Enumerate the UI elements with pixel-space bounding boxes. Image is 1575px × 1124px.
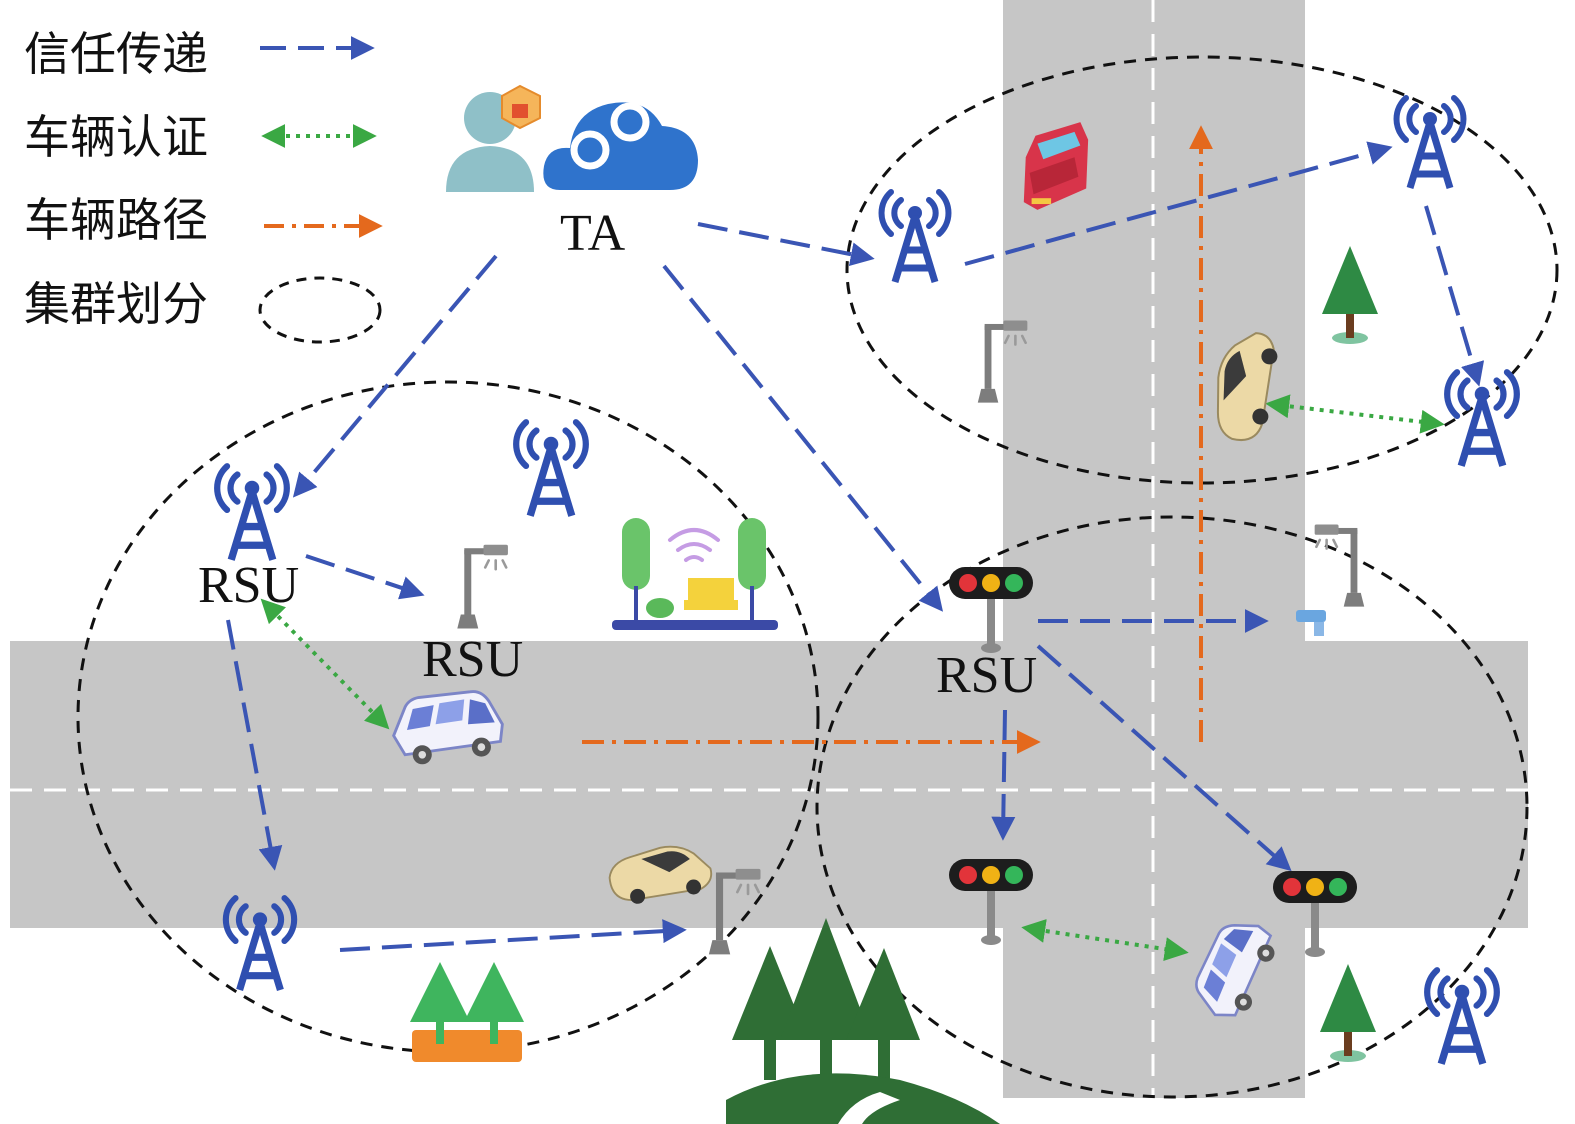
park-bench-wifi-icon xyxy=(612,518,778,630)
street-light-icon xyxy=(455,543,510,631)
authority-user-icon xyxy=(446,84,541,192)
trust-arrow-tower-bl-to-streetlight xyxy=(339,919,687,952)
legend-cluster-ellipse xyxy=(258,276,382,344)
vehicle-path-arrows xyxy=(582,125,1213,754)
radio-tower-icon xyxy=(1427,970,1497,1064)
radio-tower-icon xyxy=(516,422,586,516)
radio-tower-icon xyxy=(1447,372,1517,466)
legend-label-cluster: 集群划分 xyxy=(24,277,208,331)
ta-node: TA xyxy=(446,84,698,262)
legend-label-path: 车辆路径 xyxy=(24,193,208,247)
trust-arrow-ta-to-trafficlight xyxy=(662,264,944,612)
cloud-gear-icon xyxy=(543,102,698,190)
legend-label-auth: 车辆认证 xyxy=(24,110,208,164)
radio-tower-icon xyxy=(217,466,287,560)
trust-arrow-ta-to-tower-left xyxy=(292,254,498,498)
radio-tower-icon xyxy=(1397,98,1464,188)
auth-arrows xyxy=(260,394,1445,961)
legend: 信任传递 车辆认证 车辆路径 集群划分 xyxy=(24,27,383,344)
tree-icon xyxy=(1320,964,1376,1062)
trust-arrow-tower-far-to-tower-lower xyxy=(1424,205,1485,387)
rsu-label-streetlight: RSU xyxy=(422,631,523,688)
street-light-icon xyxy=(1313,522,1366,609)
radio-tower-icon xyxy=(882,192,949,282)
tree-pair-icon xyxy=(410,962,524,1062)
tree-icon xyxy=(1322,246,1378,344)
forest-icon xyxy=(726,918,1000,1124)
trust-arrow-trafficlight-to-trafficlight-down xyxy=(991,709,1016,841)
trust-arrows xyxy=(226,141,1485,952)
rsu-label-trafficlight: RSU xyxy=(936,647,1037,704)
camera-icon xyxy=(1296,610,1326,636)
ta-label: TA xyxy=(560,205,626,262)
legend-label-trust: 信任传递 xyxy=(24,27,208,81)
trust-arrow-trafficlight-to-trafficlight-right xyxy=(1036,644,1292,872)
cluster-ellipse-bottom-right xyxy=(815,515,1529,1099)
trust-arrow-ta-to-tower-tr xyxy=(697,222,875,267)
trust-arrow-tower-left-to-streetlight xyxy=(305,554,425,600)
rsu-label-left: RSU xyxy=(198,557,299,614)
auth-arrow-car-to-tower xyxy=(1265,394,1445,434)
auth-arrow-trafficlight-to-van xyxy=(1021,919,1189,961)
trust-arrow-tower-tr-to-tower-far xyxy=(964,141,1393,266)
